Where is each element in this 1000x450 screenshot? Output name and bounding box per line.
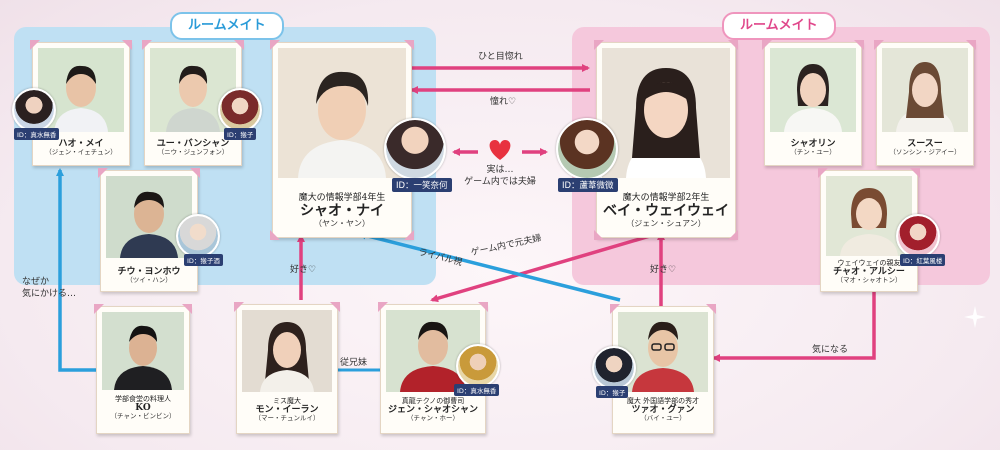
card-xiaolin[interactable]: シャオリン （チン・ユー）: [762, 40, 864, 166]
role-erxi: ウェイウェイの親友: [837, 259, 901, 267]
secret-line1: 実は…: [486, 165, 514, 175]
name-hao-mei: ハオ・メイ: [58, 139, 104, 149]
caption-xiao-nai: 魔大の情報学部4年生 シャオ・ナイ （ヤン・ヤン）: [275, 193, 409, 229]
arrow-bei-to-zhen: [430, 234, 651, 303]
caption-meng-yiran: ミス魔大 モン・イーラン （マー・チュンルイ）: [239, 397, 335, 423]
label-likes-xiao: 好き♡: [290, 265, 317, 275]
avatar-zhen-game: [456, 344, 500, 388]
reading-ko: （チャン・ビンビン）: [110, 412, 176, 421]
heart-icon: [489, 140, 511, 160]
reading-erxi: （マオ・シャオトン）: [836, 276, 902, 285]
name-yu-banshan: ユー・バンシャン: [156, 139, 230, 149]
roommate-label-right: ルームメイト: [722, 12, 836, 40]
id-bei-game: ID：蘆葦微微: [558, 178, 618, 192]
label-cousins: 従兄妹: [340, 358, 368, 368]
portrait-bei-weiwei-image: [602, 48, 730, 178]
curious-line2: 気にかける…: [22, 288, 77, 299]
avatar-qiu-game: [176, 214, 220, 258]
id-qiu-game: ID：猴子酒: [184, 254, 223, 266]
card-bei-weiwei[interactable]: 魔大の情報学部2年生 ベイ・ウェイウェイ （ジェン・シュアン）: [594, 40, 738, 240]
avatar-xiao-game: [384, 118, 446, 180]
name-bei-weiwei: ベイ・ウェイウェイ: [603, 203, 729, 220]
card-erxi[interactable]: ウェイウェイの親友 チャオ・アルシー （マオ・シャオトン）: [818, 168, 920, 292]
label-admire-one-way: ひと目惚れ: [478, 52, 523, 62]
card-ko[interactable]: 学部食堂の料理人 KO （チャン・ビンビン）: [94, 304, 192, 434]
name-meng-yiran: モン・イーラン: [255, 405, 319, 416]
label-curious-ko: なぜか 気にかける…: [22, 277, 76, 300]
role-ko: 学部食堂の料理人: [115, 395, 171, 403]
secret-line2: ゲーム内では夫婦: [464, 176, 536, 187]
role-xiao-nai: 魔大の情報学部4年生: [298, 193, 386, 203]
arrow-ko-to-hao: [56, 168, 96, 372]
reading-qiu-yonghou: （ツイ・ハン）: [126, 276, 172, 285]
id-hao-game: ID：真水無香: [14, 128, 60, 140]
reading-yu-banshan: （ニウ・ジュンフォン）: [157, 148, 229, 157]
caption-zhen-shaoxiang: 真龍テクノの御曹司 ジェン・シャオシャン （チャン・ホー）: [383, 397, 483, 423]
card-susu[interactable]: スースー （ソンシン・ジアイー）: [874, 40, 976, 166]
label-secret-couple: 実は… ゲーム内では夫婦: [458, 165, 542, 188]
role-zhen-shaoxiang: 真龍テクノの御曹司: [401, 397, 465, 405]
curious-line1: なぜか: [22, 277, 50, 287]
avatar-hao-game: [12, 88, 56, 132]
portrait-ko: [102, 312, 184, 390]
reading-bei-weiwei: （ジェン・シュアン）: [626, 219, 706, 229]
avatar-erxi-game: [896, 214, 940, 258]
id-cao-game: ID：猴子: [596, 386, 629, 398]
card-xiao-nai[interactable]: 魔大の情報学部4年生 シャオ・ナイ （ヤン・ヤン）: [270, 40, 414, 240]
id-zhen-game: ID：真水無香: [454, 384, 500, 396]
caption-susu: スースー （ソンシン・ジアイー）: [879, 139, 971, 157]
caption-ko: 学部食堂の料理人 KO （チャン・ビンビン）: [99, 395, 187, 421]
caption-bei-weiwei: 魔大の情報学部2年生 ベイ・ウェイウェイ （ジェン・シュアン）: [599, 193, 733, 229]
portrait-hao-mei: [38, 48, 124, 132]
portrait-meng-yiran: [242, 310, 332, 392]
portrait-susu: [882, 48, 968, 132]
name-qiu-yonghou: チウ・ヨンホウ: [117, 267, 181, 277]
role-cao-guang: 魔大 外国語学部の秀才: [626, 397, 700, 405]
roommate-label-left: ルームメイト: [170, 12, 284, 40]
caption-qiu-yonghou: チウ・ヨンホウ （ツイ・ハン）: [103, 267, 195, 285]
avatar-yu-game: [218, 88, 262, 132]
card-meng-yiran[interactable]: ミス魔大 モン・イーラン （マー・チュンルイ）: [234, 302, 340, 434]
id-xiao-game: ID：一笑奈何: [392, 178, 452, 192]
name-xiao-nai: シャオ・ナイ: [300, 203, 384, 220]
caption-hao-mei: ハオ・メイ （ジェン・イェチュン）: [35, 139, 127, 157]
id-erxi-game: ID：紅葉風楼: [900, 254, 946, 266]
reading-xiaolin: （チン・ユー）: [790, 148, 836, 157]
label-interested: 気になる: [812, 345, 849, 355]
name-susu: スースー: [907, 139, 943, 149]
name-zhen-shaoxiang: ジェン・シャオシャン: [387, 405, 478, 416]
reading-susu: （ソンシン・ジアイー）: [889, 148, 961, 157]
caption-xiaolin: シャオリン （チン・ユー）: [767, 139, 859, 157]
role-meng-yiran: ミス魔大: [273, 397, 301, 405]
reading-xiao-nai: （ヤン・ヤン）: [314, 219, 370, 229]
name-xiaolin: シャオリン: [790, 139, 836, 149]
portrait-xiaolin: [770, 48, 856, 132]
role-bei-weiwei: 魔大の情報学部2年生: [622, 193, 710, 203]
reading-zhen-shaoxiang: （チャン・ホー）: [407, 414, 459, 423]
name-erxi: チャオ・アルシー: [833, 267, 905, 278]
portrait-bei-weiwei: [602, 48, 730, 178]
caption-cao-guang: 魔大 外国語学部の秀才 ツァオ・グァン （バイ・ユー）: [615, 397, 711, 423]
name-ko: KO: [135, 403, 151, 414]
label-likes-bei: 好き♡: [650, 265, 677, 275]
avatar-cao-game: [592, 346, 636, 390]
id-yu-game: ID：猴子: [224, 128, 257, 140]
name-cao-guang: ツァオ・グァン: [631, 405, 695, 416]
avatar-bei-game: [556, 118, 618, 180]
reading-cao-guang: （バイ・ユー）: [640, 414, 686, 423]
caption-erxi: ウェイウェイの親友 チャオ・アルシー （マオ・シャオトン）: [823, 259, 915, 285]
arrow-erxi-to-fang: [712, 290, 876, 362]
label-admire-back: 憧れ♡: [490, 97, 517, 107]
reading-meng-yiran: （マー・チュンルイ）: [254, 414, 320, 423]
caption-yu-banshan: ユー・バンシャン （ニウ・ジュンフォン）: [147, 139, 239, 157]
arrow-fang-to-xiao: [358, 231, 621, 302]
reading-hao-mei: （ジェン・イェチュン）: [45, 148, 117, 157]
sparkle-icon: [964, 306, 986, 328]
